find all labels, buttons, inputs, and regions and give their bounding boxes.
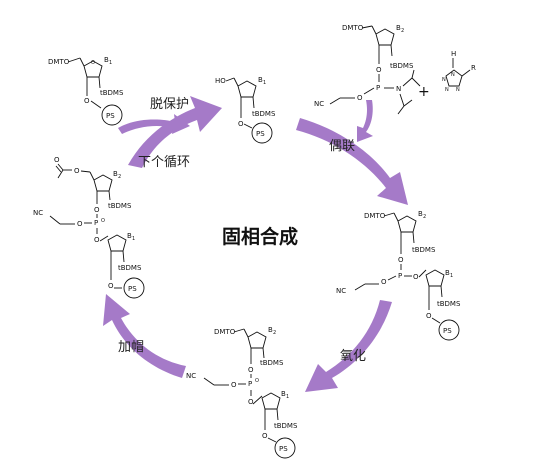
svg-text:DMTO: DMTO xyxy=(364,212,386,220)
svg-text:B: B xyxy=(268,326,273,334)
svg-text:DMTO: DMTO xyxy=(48,58,70,66)
svg-text:O: O xyxy=(84,97,90,105)
svg-text:tBDMS: tBDMS xyxy=(108,202,132,210)
svg-text:O: O xyxy=(357,94,363,102)
input-arrow-couple xyxy=(357,100,373,142)
svg-text:PS: PS xyxy=(443,327,452,335)
svg-text:H: H xyxy=(451,50,456,58)
svg-text:P: P xyxy=(94,219,98,227)
svg-text:tBDMS: tBDMS xyxy=(412,246,436,254)
svg-text:B: B xyxy=(396,24,401,32)
svg-text:O: O xyxy=(54,156,60,164)
svg-text:tBDMS: tBDMS xyxy=(118,264,142,272)
svg-text:NC: NC xyxy=(336,287,346,295)
structure-phosphite-dinucleotide: DMTO B 2 tBDMS O P O NC O B 1 tBDMS O PS xyxy=(336,210,461,341)
svg-text:B: B xyxy=(281,390,286,398)
step-label-couple: 偶联 xyxy=(329,139,355,154)
svg-text:2: 2 xyxy=(273,330,276,336)
svg-text:tBDMS: tBDMS xyxy=(252,110,276,118)
svg-text:O: O xyxy=(248,398,254,406)
svg-text:B: B xyxy=(258,76,263,84)
svg-text:O: O xyxy=(398,256,404,264)
svg-text:DMTO: DMTO xyxy=(342,24,364,32)
svg-text:O: O xyxy=(77,220,83,228)
svg-text:O: O xyxy=(262,432,268,440)
cycle-arrow-oxidize xyxy=(305,300,392,392)
svg-text:O: O xyxy=(238,120,244,128)
svg-text:1: 1 xyxy=(132,236,135,242)
svg-text:PS: PS xyxy=(256,130,265,138)
svg-text:2: 2 xyxy=(118,174,121,180)
step-label-oxidize: 氧化 xyxy=(340,349,366,364)
structure-ho-nucleoside-ps: HO B 1 tBDMS O PS xyxy=(215,76,276,144)
svg-text:O: O xyxy=(101,218,105,224)
svg-text:N: N xyxy=(445,87,449,93)
svg-text:NC: NC xyxy=(186,372,196,380)
step-label-cap: 加帽 xyxy=(118,339,144,355)
svg-text:N: N xyxy=(451,72,455,78)
svg-text:O: O xyxy=(94,206,100,214)
svg-text:PS: PS xyxy=(106,112,115,120)
svg-text:N: N xyxy=(456,87,460,93)
svg-text:R: R xyxy=(471,64,476,72)
svg-text:B: B xyxy=(113,170,118,178)
svg-text:O: O xyxy=(381,278,387,286)
svg-text:B: B xyxy=(418,210,423,218)
svg-text:1: 1 xyxy=(286,394,289,400)
svg-text:2: 2 xyxy=(423,214,426,220)
svg-text:O: O xyxy=(94,236,100,244)
cycle-arrow-deprotect xyxy=(128,96,222,168)
svg-text:tBDMS: tBDMS xyxy=(437,300,461,308)
svg-text:1: 1 xyxy=(450,273,453,279)
step-label-deprotect: 脱保护 xyxy=(150,97,189,112)
cycle-arrow-cap xyxy=(103,294,186,378)
structure-capped-dinucleotide: O O B 2 tBDMS O P O O NC O B 1 tBDMS O P xyxy=(33,156,145,299)
svg-text:B: B xyxy=(445,269,450,277)
svg-text:NC: NC xyxy=(314,100,324,108)
svg-text:O: O xyxy=(74,167,80,175)
svg-text:O: O xyxy=(108,282,114,290)
svg-text:tBDMS: tBDMS xyxy=(274,422,298,430)
svg-text:1: 1 xyxy=(263,80,266,86)
svg-text:1: 1 xyxy=(109,60,112,66)
svg-text:tBDMS: tBDMS xyxy=(260,359,284,367)
structure-phosphoramidite: DMTO B 2 tBDMS O P O NC N xyxy=(314,24,421,115)
structure-phosphate-dinucleotide: DMTO B 2 tBDMS O P O O NC O B 1 tBDMS O … xyxy=(186,326,298,459)
svg-text:NC: NC xyxy=(33,209,43,217)
svg-text:B: B xyxy=(127,232,132,240)
svg-text:O: O xyxy=(248,366,254,374)
svg-text:O: O xyxy=(91,60,95,66)
svg-text:P: P xyxy=(376,84,380,92)
svg-text:tBDMS: tBDMS xyxy=(390,62,414,70)
svg-text:P: P xyxy=(398,272,402,280)
svg-text:N: N xyxy=(442,77,446,83)
plus-sign: + xyxy=(418,84,430,100)
svg-text:B: B xyxy=(104,56,109,64)
svg-text:2: 2 xyxy=(401,28,404,34)
structure-tetrazole: H N N N N R xyxy=(442,50,476,93)
svg-text:O: O xyxy=(413,273,419,281)
svg-text:HO: HO xyxy=(215,77,226,85)
cycle-arrow-couple xyxy=(296,118,408,205)
svg-text:P: P xyxy=(248,380,252,388)
svg-text:O: O xyxy=(231,381,237,389)
svg-text:O: O xyxy=(255,378,259,384)
center-title: 固相合成 xyxy=(222,225,298,248)
structure-dmt-nucleoside-ps: DMTO O B 1 tBDMS O PS xyxy=(48,56,124,126)
svg-text:PS: PS xyxy=(279,445,288,453)
step-label-next-cycle: 下个循环 xyxy=(138,155,190,170)
svg-text:tBDMS: tBDMS xyxy=(100,89,124,97)
svg-text:PS: PS xyxy=(128,285,137,293)
svg-text:O: O xyxy=(376,66,382,74)
svg-text:DMTO: DMTO xyxy=(214,328,236,336)
input-arrow-deprotect xyxy=(118,114,190,134)
svg-text:O: O xyxy=(426,312,432,320)
svg-text:N: N xyxy=(396,85,401,93)
